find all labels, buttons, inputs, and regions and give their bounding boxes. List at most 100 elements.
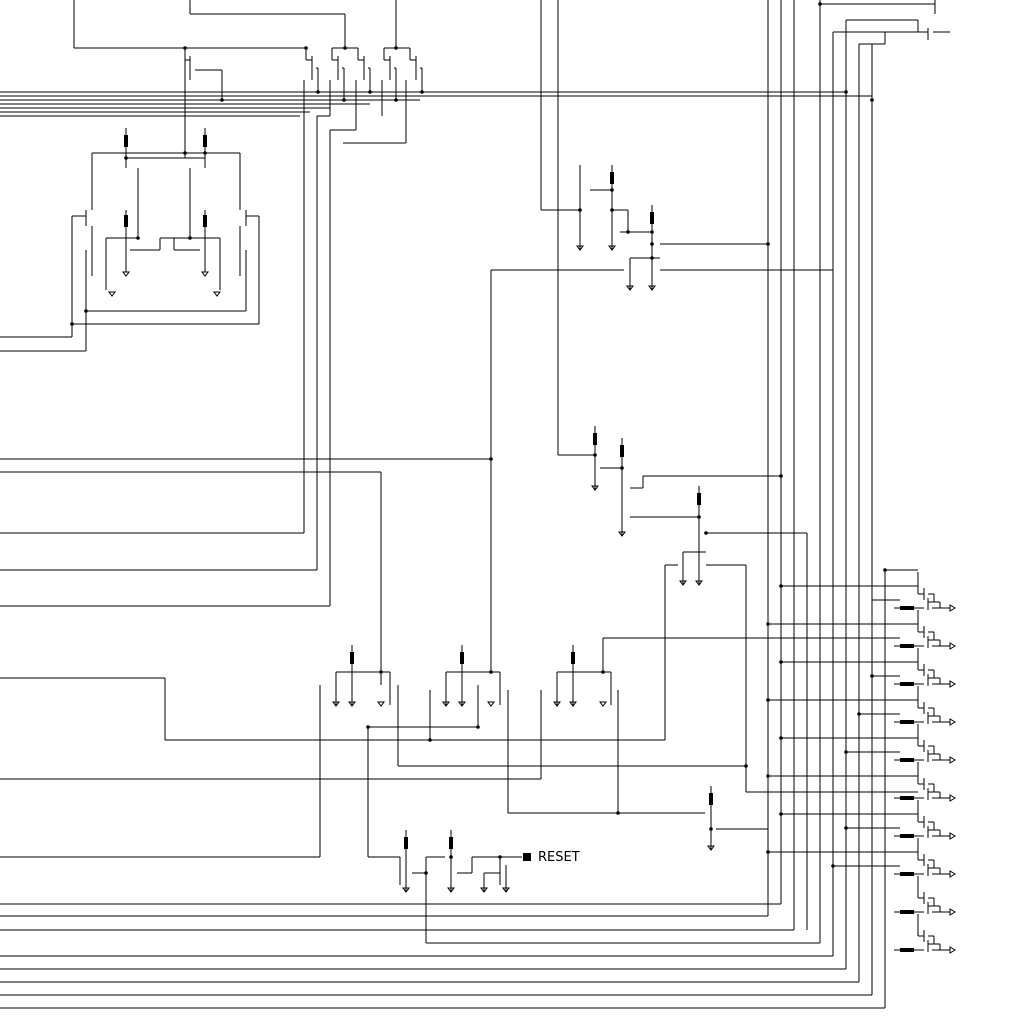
ground-icon [377,701,385,707]
junction-dot [779,474,783,478]
junction-dot [449,855,453,859]
junction-dot [183,46,187,50]
pullup-resistors [124,135,713,849]
reset-port-label: RESET [538,850,580,865]
junction-dot [844,826,848,830]
junction-dot [136,236,140,240]
left-latch-block [0,128,260,352]
junction-dot [779,812,783,816]
ground-icon [679,580,687,586]
output-driver-stage [894,686,956,726]
ground-icon [608,245,616,251]
junction-dot [650,230,654,234]
ground-icon [402,887,410,893]
junction-dot [620,466,624,470]
ground-icon [695,580,703,586]
junction-dot [601,670,605,674]
junction-dot [616,811,620,815]
junction-dot [394,98,398,102]
ground-symbols [108,245,715,893]
ground-icon [332,701,340,707]
reset-port[interactable]: RESET [523,850,580,865]
junction-dot [844,750,848,754]
junction-dot [428,738,432,742]
ground-icon [599,701,607,707]
ground-icon [480,887,488,893]
junction-dot [489,670,493,674]
left-long-runs [0,115,406,607]
junction-dot [766,698,770,702]
junction-dot [578,208,582,212]
ground-icon [626,285,634,291]
junction-dot [343,46,347,50]
junction-dot [220,98,224,102]
output-driver-stage [894,876,956,916]
junction-dot [394,46,398,50]
junction-dot [610,208,614,212]
junction-dot [870,98,874,102]
top-gate-array [73,0,423,533]
ground-icon [707,845,715,851]
output-driver-stage [894,648,956,688]
output-driver-stage [894,762,956,802]
top-bus-lines [0,70,872,117]
ground-icon [458,701,466,707]
ground-icon [213,291,221,297]
junction-dot [70,322,74,326]
ground-icon [648,285,656,291]
ground-icon [591,485,599,491]
junction-dot [368,90,372,94]
output-driver-stage [894,572,956,612]
junction-dot [124,156,128,160]
bottom-gate-row [0,637,794,858]
junction-dot [779,660,783,664]
junction-dot [610,188,614,192]
junction-dot [704,531,708,535]
junction-dot [844,90,848,94]
junction-dot [188,236,192,240]
junction-dot [626,230,630,234]
output-driver-stage [894,838,956,878]
junction-dot [766,774,770,778]
junction-dot [366,725,370,729]
ground-icon [108,291,116,297]
junction-dot [744,764,748,768]
ground-icon [447,887,455,893]
junction-dot [709,827,713,831]
junction-dot [316,90,320,94]
junction-dot [183,151,187,155]
junction-dot [857,712,861,716]
junction-dot [883,568,887,572]
ground-icon [348,701,356,707]
output-driver-stage [894,610,956,650]
junction-dot [203,151,207,155]
junction-dot [304,46,308,50]
junction-dot [818,2,822,6]
ground-icon [576,245,584,251]
ground-icon [122,271,130,277]
right-vertical-bus [767,0,950,1008]
junction-dot [489,457,493,461]
junction-dot [650,256,654,260]
reset-port-marker[interactable] [523,853,531,861]
junction-dot [84,309,88,313]
junction-dots [70,2,887,875]
junction-dot [593,453,597,457]
ground-icon [618,531,626,537]
junction-dot [476,725,480,729]
junction-dot [831,864,835,868]
ground-icon [569,701,577,707]
output-tie-lines [746,569,918,867]
junction-dot [870,674,874,678]
bottom-bus-lines [0,903,885,1009]
junction-dot [420,90,424,94]
ground-icon [553,701,561,707]
ground-icon [502,887,510,893]
junction-dot [342,98,346,102]
junction-dot [424,871,428,875]
ground-icon [487,701,495,707]
middle-right-cluster [0,426,807,792]
junction-dot [697,515,701,519]
